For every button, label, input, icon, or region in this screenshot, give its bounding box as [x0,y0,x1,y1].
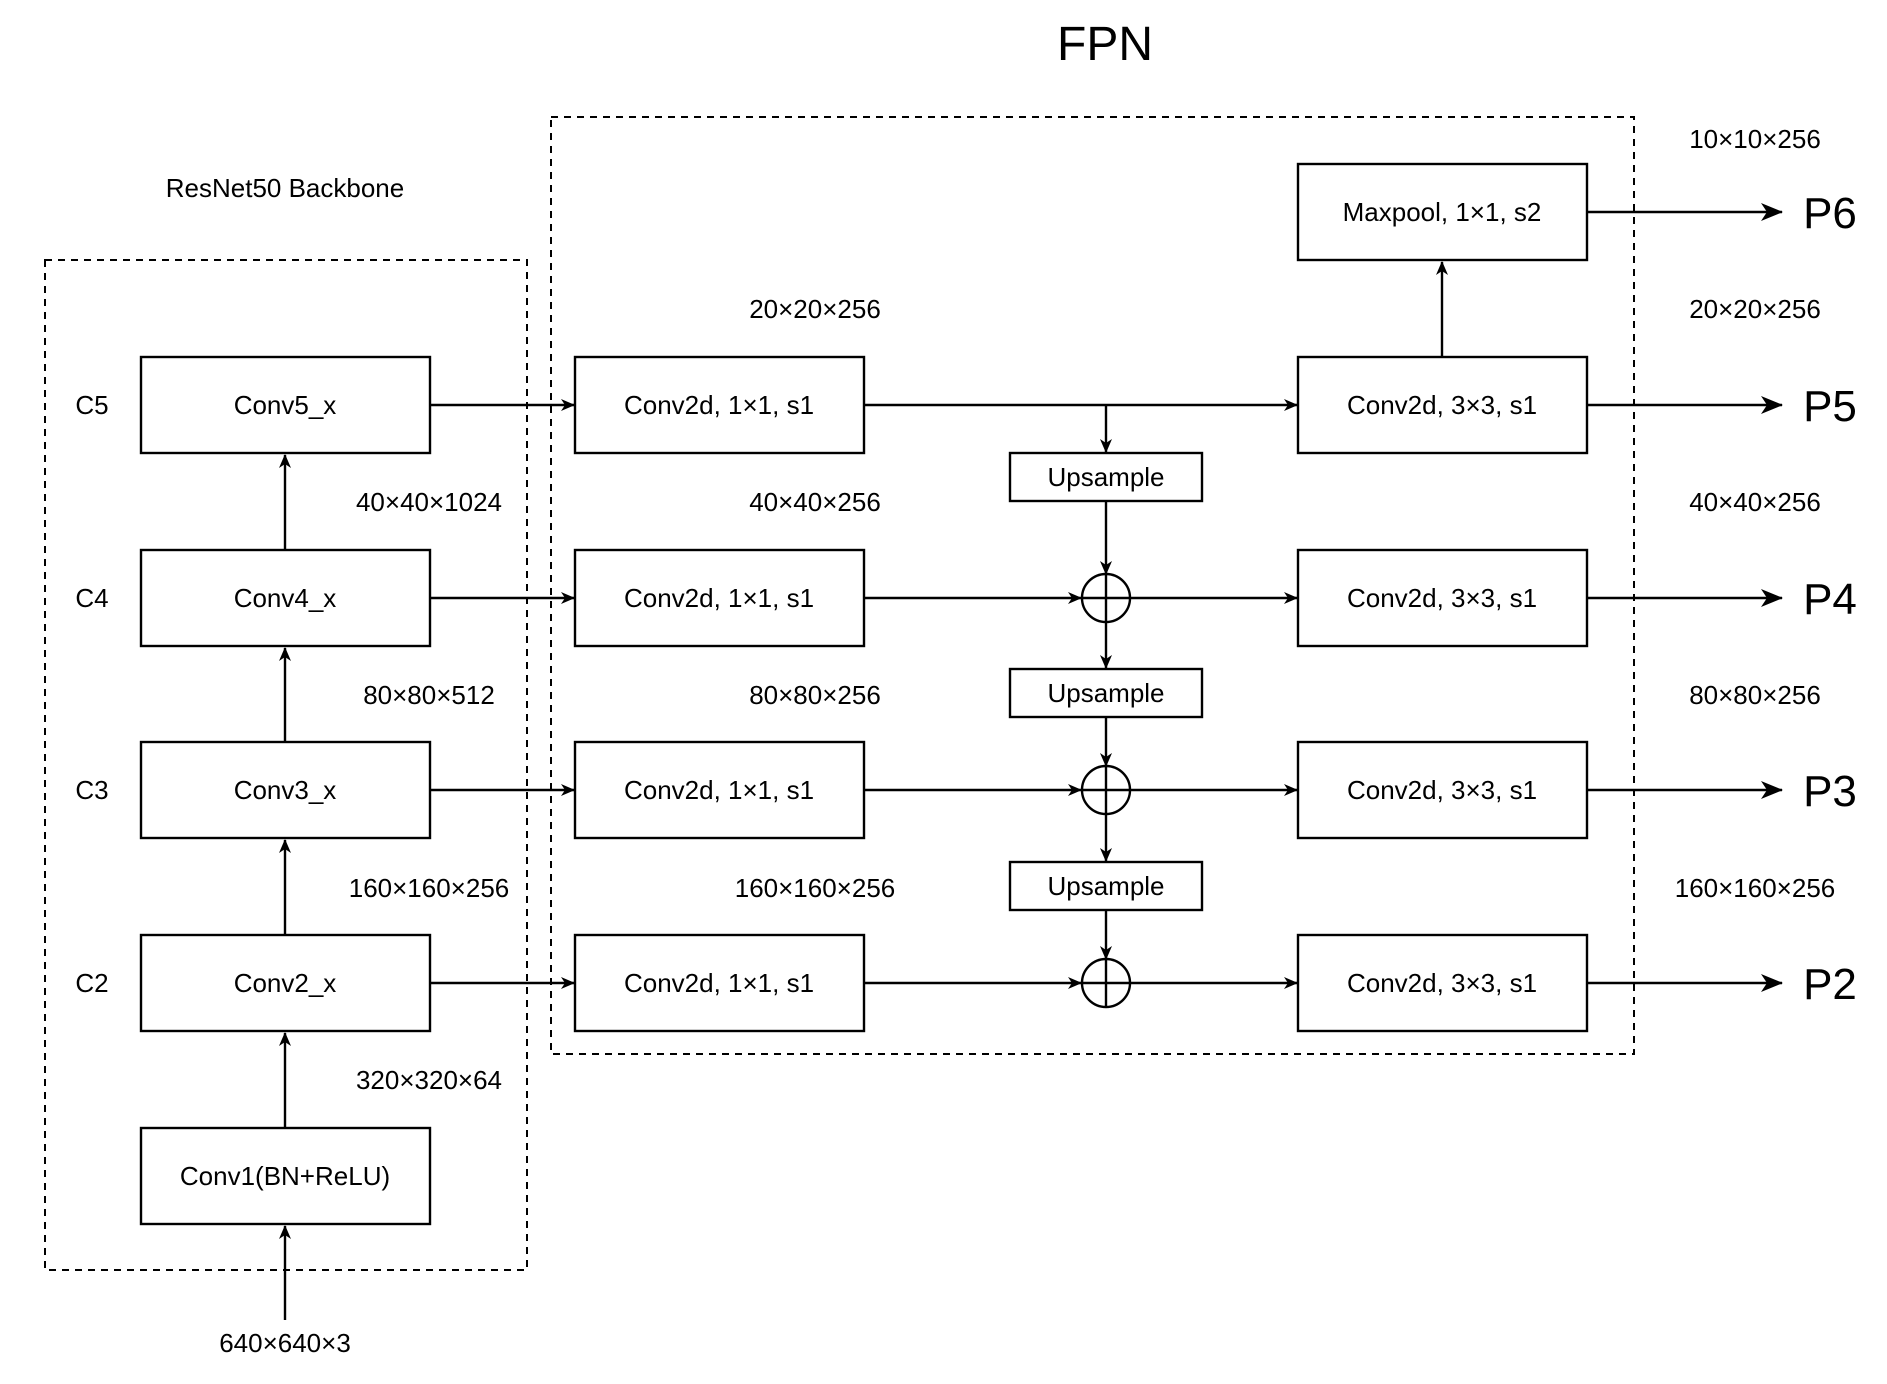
smooth-conv-p3-label: Conv2d, 3×3, s1 [1347,775,1537,805]
c5-tag: C5 [75,390,108,420]
conv2-box [139,933,432,1033]
conv2-out-dim: 160×160×256 [349,873,510,903]
upsample-label-2: Upsample [1047,678,1164,708]
smooth-conv-p4-label: Conv2d, 3×3, s1 [1347,583,1537,613]
lateral-dim-c3: 80×80×256 [749,680,881,710]
lateral-conv-c5-label: Conv2d, 1×1, s1 [624,390,814,420]
p5-label: P5 [1803,382,1857,431]
p4-label: P4 [1803,575,1857,624]
upsample-box-2 [1008,667,1204,719]
smooth-conv-p4-box [1296,548,1589,648]
p6-dim: 10×10×256 [1689,124,1821,154]
input-dim: 640×640×3 [219,1328,351,1358]
conv5-label: Conv5_x [234,390,337,420]
maxpool-box [1296,162,1589,262]
smooth-conv-p3-box [1296,740,1589,840]
p5-dim: 20×20×256 [1689,294,1821,324]
conv4-label: Conv4_x [234,583,337,613]
lateral-dim-c2: 160×160×256 [735,873,896,903]
lateral-dim-c5: 20×20×256 [749,294,881,324]
lateral-conv-c4-box [573,548,866,648]
lateral-conv-c5-box [573,355,866,455]
conv2-label: Conv2_x [234,968,337,998]
conv4-out-dim: 40×40×1024 [356,487,502,517]
lateral-conv-c3-label: Conv2d, 1×1, s1 [624,775,814,805]
lateral-conv-c4-label: Conv2d, 1×1, s1 [624,583,814,613]
fpn-region [550,116,1635,1055]
conv1-label: Conv1(BN+ReLU) [180,1161,390,1191]
conv5-box [139,355,432,455]
diagram-title: FPN [1057,18,1153,71]
lateral-conv-c2-label: Conv2d, 1×1, s1 [624,968,814,998]
p2-label: P2 [1803,960,1857,1009]
p4-dim: 40×40×256 [1689,487,1821,517]
conv3-label: Conv3_x [234,775,337,805]
lateral-conv-c2-box [573,933,866,1033]
conv3-out-dim: 80×80×512 [363,680,495,710]
backbone-label: ResNet50 Backbone [166,173,404,203]
upsample-box-3 [1008,860,1204,912]
smooth-conv-p2-label: Conv2d, 3×3, s1 [1347,968,1537,998]
smooth-conv-p2-box [1296,933,1589,1033]
smooth-conv-p5-label: Conv2d, 3×3, s1 [1347,390,1537,420]
c4-tag: C4 [75,583,108,613]
upsample-label-3: Upsample [1047,871,1164,901]
smooth-conv-p5-box [1296,355,1589,455]
lateral-conv-c3-box [573,740,866,840]
p3-dim: 80×80×256 [1689,680,1821,710]
lateral-dim-c4: 40×40×256 [749,487,881,517]
conv4-box [139,548,432,648]
p6-label: P6 [1803,189,1857,238]
conv1-out-dim: 320×320×64 [356,1065,502,1095]
c3-tag: C3 [75,775,108,805]
upsample-label-1: Upsample [1047,462,1164,492]
maxpool-label: Maxpool, 1×1, s2 [1343,197,1542,227]
c2-tag: C2 [75,968,108,998]
p2-dim: 160×160×256 [1675,873,1836,903]
p3-label: P3 [1803,767,1857,816]
